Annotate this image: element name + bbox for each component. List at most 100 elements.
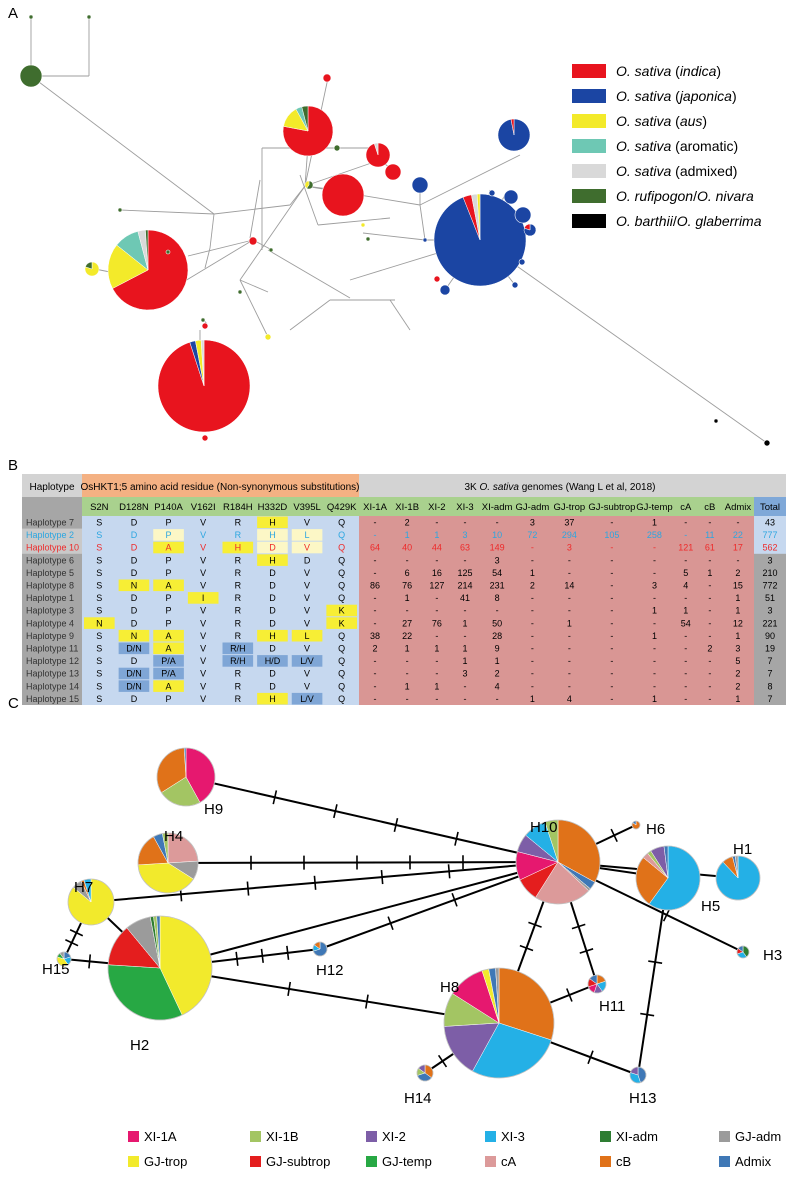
aa-cell: R [235, 606, 242, 616]
legend-swatch [485, 1131, 496, 1142]
mutation-tick [579, 948, 594, 954]
aa-highlight [222, 642, 254, 655]
aa-highlight [153, 541, 184, 554]
genome-column-header: GJ-trop [554, 502, 586, 513]
legend-item-ca: cA [485, 1154, 517, 1169]
aa-cell: H [269, 518, 276, 528]
pie-slice [200, 339, 205, 387]
legend-swatch [128, 1131, 139, 1142]
aa-cell: R [235, 555, 242, 565]
mutation-tick [451, 892, 458, 907]
aa-cell: D [269, 669, 276, 679]
legend-swatch [719, 1131, 730, 1142]
haplotype-node-h15 [56, 951, 72, 967]
mutation-tick [519, 944, 534, 952]
genome-cell: - [435, 631, 438, 641]
pie-slice [237, 289, 243, 295]
legend-label: XI-3 [501, 1129, 525, 1144]
network-edge [267, 249, 351, 299]
node-label-h5: H5 [701, 898, 720, 915]
haplotype-name: Haplotype 13 [26, 669, 79, 679]
genome-cell: - [496, 518, 499, 528]
genome-cell: - [374, 681, 377, 691]
genome-cell: - [610, 518, 613, 528]
aa-cell: V [200, 694, 206, 704]
pie-slice [476, 193, 481, 241]
legend-swatch [572, 64, 606, 78]
genome-cell: - [736, 555, 739, 565]
pie-slice [165, 249, 171, 255]
aa-cell: D [131, 618, 138, 628]
table-subheader-cell [754, 497, 786, 516]
aa-cell: A [166, 543, 172, 553]
haplotype-name: Haplotype 11 [26, 644, 78, 654]
genome-cell: 1 [462, 618, 467, 628]
network-node [384, 163, 402, 181]
aa-highlight [222, 541, 254, 554]
node-label-h7: H7 [74, 879, 93, 896]
haplotype-node-h8 [443, 967, 555, 1079]
mutation-tick [393, 817, 399, 832]
aa-cell: R [235, 694, 242, 704]
network-node [157, 339, 251, 433]
legend-item-xi-1a: XI-1A [128, 1129, 177, 1144]
genome-cell: - [406, 694, 409, 704]
haplotype-node-h12 [312, 941, 328, 957]
legend-swatch [572, 139, 606, 153]
genome-column-header: XI-adm [482, 502, 513, 513]
aa-cell: V [304, 568, 310, 578]
aa-cell: Q [338, 543, 345, 553]
genome-cell: - [531, 543, 534, 553]
genome-cell: - [531, 656, 534, 666]
genome-cell: 1 [707, 568, 712, 578]
genome-cell: 50 [492, 618, 502, 628]
network-node [264, 333, 272, 341]
network-node [713, 418, 719, 424]
aa-cell: S [96, 568, 102, 578]
genome-cell: 61 [705, 543, 715, 553]
legend-item-barthii: O. barthii/O. glaberrima [572, 213, 762, 229]
mutation-tick [387, 916, 394, 931]
network-edge [239, 185, 306, 281]
aa-cell: R [235, 518, 242, 528]
aa-cell: V [200, 656, 206, 666]
total-cell: 8 [767, 681, 772, 691]
network-edge [239, 279, 269, 293]
network-node [411, 176, 429, 194]
genome-cell: - [435, 606, 438, 616]
aa-cell: H [269, 694, 276, 704]
aa-cell: P/A [161, 669, 176, 679]
genome-cell: - [568, 631, 571, 641]
genome-cell: 4 [495, 681, 500, 691]
genome-cell: - [610, 631, 613, 641]
total-cell: 3 [767, 555, 772, 565]
genome-column-header: GJ-subtrop [588, 502, 635, 513]
panel-a-network-nodes [19, 14, 771, 447]
genome-cell: 125 [457, 568, 472, 578]
genome-cell: 1 [405, 593, 410, 603]
genome-cell: - [653, 618, 656, 628]
aa-cell: S [96, 518, 102, 528]
aa-cell: A [166, 631, 172, 641]
total-cell: 51 [765, 593, 775, 603]
aa-highlight [153, 667, 184, 680]
aa-cell: V [304, 669, 310, 679]
mutation-tick [235, 951, 239, 966]
network-edge-line [90, 861, 559, 903]
network-node [200, 317, 206, 323]
aa-highlight [291, 629, 323, 642]
genome-cell: - [531, 631, 534, 641]
genome-cell: - [568, 669, 571, 679]
node-outline [56, 951, 72, 967]
network-edge-line [167, 861, 559, 864]
genome-cell: 1 [530, 694, 535, 704]
aa-cell: N [131, 581, 138, 591]
aa-highlight [153, 529, 184, 541]
genome-cell: - [684, 694, 687, 704]
genome-cell: - [463, 555, 466, 565]
legend-label: XI-2 [382, 1129, 406, 1144]
haplotype-node-h4 [137, 832, 199, 894]
network-edge [30, 75, 215, 215]
